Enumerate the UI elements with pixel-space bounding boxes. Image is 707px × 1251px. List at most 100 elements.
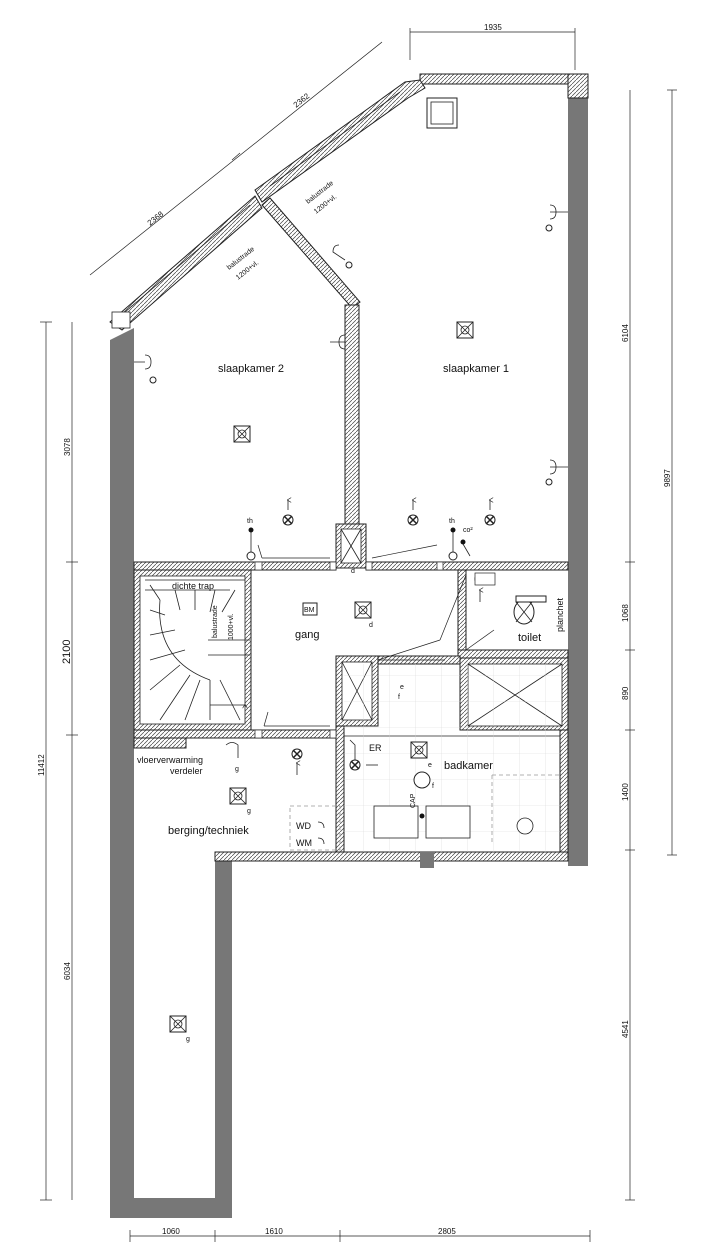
corner-post: [567, 73, 589, 99]
socket-icon: [330, 334, 346, 350]
dim-left-3078: 3078: [63, 438, 72, 456]
label-thermostat-2: th: [449, 518, 455, 525]
dim-roof-upper: 2362: [292, 91, 312, 109]
room-label-slaapkamer-2: slaapkamer 2: [218, 363, 284, 375]
label-verdeler: verdeler: [170, 766, 203, 776]
doors: [254, 544, 495, 739]
label-g-1: g: [235, 766, 239, 773]
label-planchet: planchet: [555, 597, 565, 632]
dim-right-6104: 6104: [621, 324, 630, 342]
vent-icon: [484, 500, 496, 526]
floor-heating-manifold: [133, 737, 187, 749]
wall-gang-top-right: [365, 561, 569, 571]
wall-gang-top-left: [133, 561, 337, 571]
roof-corner-block: [111, 311, 131, 329]
toilet-left-wall: [457, 569, 467, 651]
dim-left-2100: 2100: [61, 640, 73, 664]
dimension-lines: [40, 28, 677, 1242]
label-wd: WD: [296, 821, 311, 831]
dim-bottom-2805: 2805: [438, 1227, 456, 1236]
label-dichte-trap: dichte trap: [172, 581, 214, 591]
dim-right-4541: 4541: [621, 1020, 630, 1038]
bath-toilet: [516, 817, 534, 835]
dim-right-1068: 1068: [621, 604, 630, 622]
label-f-2: f: [432, 783, 434, 790]
vent-icon: [282, 500, 294, 526]
left-wall: [110, 328, 134, 1202]
socket-icon: [332, 244, 353, 269]
inner-wall-lower: [215, 860, 232, 1202]
bath-right-wall: [559, 729, 569, 853]
label-g-3: g: [186, 1036, 190, 1043]
toilet-bowl-icon: [513, 595, 547, 625]
thermostat-icon: [246, 527, 256, 561]
outer-walls: [109, 73, 589, 1218]
thermostat-icon: [448, 527, 458, 561]
label-e-1: e: [400, 684, 404, 691]
label-d-2: d: [369, 622, 373, 629]
ceiling-light-icon: [354, 601, 372, 619]
ceiling-light-icon: [456, 321, 474, 339]
vent-icon: [291, 748, 303, 775]
toilet-sink: [474, 572, 496, 586]
bath-bottom-wall: [214, 851, 569, 862]
top-wall: [419, 73, 569, 85]
label-er: ER: [369, 743, 382, 753]
vent-icon: [349, 759, 378, 771]
balustrade-glass-lower: [124, 204, 251, 313]
label-wm: WM: [296, 838, 312, 848]
label-d-1: d: [351, 568, 355, 575]
label-cap: CAP: [410, 793, 417, 808]
label-trap-balustrade: balustrade: [212, 605, 219, 638]
label-vloerverwarming: vloerverwarming: [137, 755, 203, 765]
ceiling-light-icon: [410, 741, 428, 759]
label-thermostat-1: th: [247, 518, 253, 525]
room-label-toilet: toilet: [518, 632, 541, 644]
room-label-slaapkamer-1: slaapkamer 1: [443, 363, 509, 375]
balustrade-glass-upper: [269, 91, 401, 187]
boiler-icon: [413, 771, 431, 789]
shaft-inner: [430, 101, 454, 125]
socket-icon: [134, 354, 157, 384]
label-e-2: e: [428, 762, 432, 769]
fixtures: [133, 204, 568, 1033]
room-label-berging: berging/techniek: [168, 825, 249, 837]
dim-left-6034: 6034: [63, 962, 72, 980]
bottom-wall: [110, 1198, 232, 1218]
bedroom-divider-diagonal: [261, 197, 361, 309]
sink-left: [373, 805, 419, 839]
sink-right: [425, 805, 471, 839]
label-trap-balustrade-height: 1000+vl.: [228, 613, 235, 640]
ceiling-light-icon: [229, 787, 247, 805]
smoke-detector-icon: [302, 602, 318, 616]
toilet-bottom-wall: [457, 649, 569, 659]
socket-icon: [545, 459, 568, 486]
dim-bottom-1060: 1060: [162, 1227, 180, 1236]
co2-sensor-icon: [460, 539, 471, 557]
ceiling-light-icon: [169, 1015, 187, 1033]
dim-roof-lower: 2368: [146, 209, 166, 227]
dim-right-1400: 1400: [621, 783, 630, 801]
room-labels: slaapkamer 2 slaapkamer 1 gang toilet ba…: [168, 363, 541, 837]
room-label-badkamer: badkamer: [444, 760, 493, 772]
right-wall: [568, 98, 588, 866]
wall-below-stair: [133, 729, 337, 739]
socket-icon: [545, 204, 568, 232]
washer-zone: [289, 805, 341, 851]
vent-icon: [407, 500, 419, 526]
label-f-1: f: [398, 694, 400, 701]
stair: [145, 579, 250, 721]
ceiling-light-icon: [233, 425, 251, 443]
dim-top: 1935: [484, 23, 502, 32]
label-co2: co²: [463, 527, 473, 534]
dim-right-890: 890: [621, 686, 630, 700]
label-bm: BM: [304, 607, 315, 614]
bedroom-divider-vertical: [344, 304, 360, 526]
dim-left-total: 11412: [37, 754, 46, 776]
dim-right-total: 9897: [663, 469, 672, 487]
roof-edge-upper: [254, 79, 426, 203]
label-g-2: g: [247, 808, 251, 815]
dim-bottom-1610: 1610: [265, 1227, 283, 1236]
room-label-gang: gang: [295, 629, 319, 641]
